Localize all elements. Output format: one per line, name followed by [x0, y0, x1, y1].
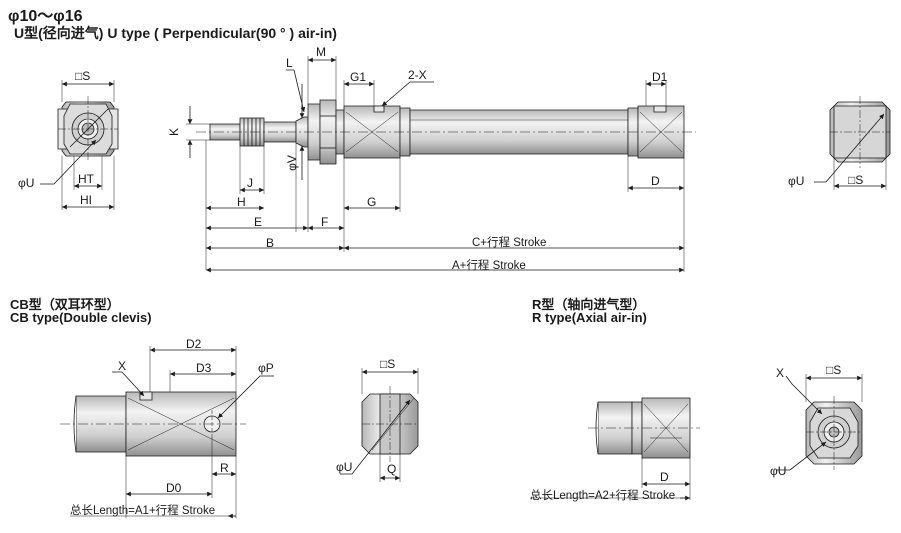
label-f: F — [321, 215, 329, 229]
r-heading-cn: R型（轴向进气型） — [532, 297, 646, 312]
label-p: φP — [258, 361, 274, 375]
r-end-view — [776, 374, 862, 470]
u-side-view — [186, 56, 696, 273]
label-j: J — [247, 176, 253, 190]
label-s-r: □S — [826, 363, 842, 377]
r-heading-en: R type(Axial air-in) — [532, 310, 647, 325]
label-d-r: D — [660, 470, 669, 484]
label-s-cb: □S — [380, 357, 396, 371]
label-d3: D3 — [196, 361, 212, 375]
label-2x: 2-X — [408, 68, 427, 82]
label-a2-length: 总长Length=A2+行程 Stroke — [530, 490, 676, 502]
cb-heading-cn: CB型（双耳环型） — [10, 297, 120, 312]
label-m: M — [316, 45, 326, 59]
u-end-view-left — [40, 80, 118, 210]
label-h: H — [237, 195, 246, 209]
label-hi: HI — [80, 193, 92, 207]
label-c-stroke: C+行程 Stroke — [472, 237, 547, 249]
label-d1: D1 — [652, 70, 668, 84]
label-s-left: □S — [75, 69, 91, 83]
label-v: φV — [284, 155, 299, 171]
label-a-stroke: A+行程 Stroke — [452, 260, 526, 272]
cb-end-view — [340, 368, 418, 482]
label-u-r: φU — [770, 464, 787, 478]
label-u-right: φU — [788, 174, 805, 188]
cb-side-view — [60, 346, 274, 519]
label-g: G — [367, 195, 377, 209]
label-d: D — [651, 174, 660, 188]
label-ht: HT — [78, 172, 94, 186]
label-x-cb: X — [118, 359, 127, 373]
u-end-view-right — [814, 96, 890, 190]
cb-heading-en: CB type(Double clevis) — [10, 310, 152, 325]
label-l: L — [286, 56, 293, 70]
label-k: K — [167, 127, 182, 137]
label-r: R — [220, 461, 229, 475]
label-d2: D2 — [186, 337, 202, 351]
label-a1-length: 总长Length=A1+行程 Stroke — [70, 505, 216, 517]
label-s-right: □S — [848, 173, 864, 187]
label-e: E — [254, 215, 263, 229]
label-d0: D0 — [166, 481, 182, 495]
label-x-r: X — [776, 366, 785, 380]
label-q: Q — [387, 462, 397, 476]
label-u-cb: φU — [336, 460, 353, 474]
r-side-view — [530, 398, 700, 501]
label-b: B — [266, 236, 275, 250]
page-title: φ10～φ16 — [8, 8, 83, 25]
label-g1: G1 — [350, 70, 367, 84]
label-u-left: φU — [18, 176, 35, 190]
u-type-heading: U型(径向进气) U type ( Perpendicular(90 ° ) a… — [14, 25, 337, 41]
